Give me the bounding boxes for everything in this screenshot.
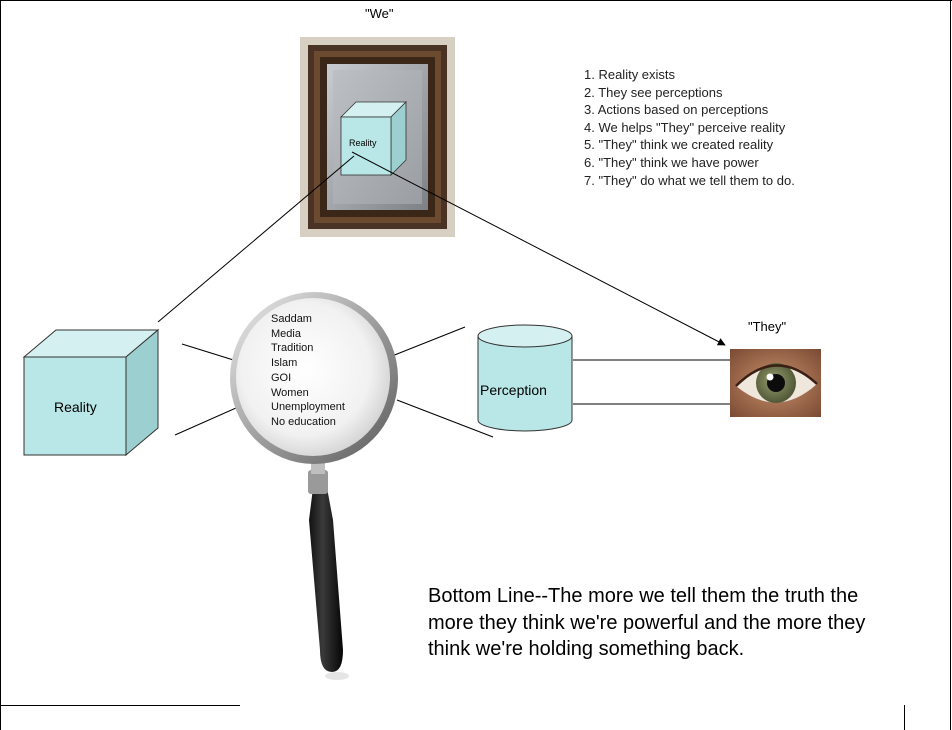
factor-item: Media	[271, 327, 301, 340]
factor-item: GOI	[271, 371, 292, 384]
list-item: 6. "They" think we have power	[584, 154, 759, 170]
magnifying-glass-icon	[230, 292, 398, 680]
small-reality-cube	[340, 101, 407, 176]
large-reality-cube	[22, 328, 160, 457]
slide-border-top	[0, 0, 952, 1]
perception-label: Perception	[480, 382, 547, 398]
factor-item: No education	[271, 415, 336, 428]
we-label: "We"	[365, 6, 394, 21]
small-reality-label: Reality	[349, 138, 377, 148]
list-item: 3. Actions based on perceptions	[584, 102, 769, 118]
factor-item: Women	[271, 386, 309, 399]
slide-border-bottom-right	[904, 705, 905, 730]
factor-item: Islam	[271, 357, 298, 370]
big-reality-label: Reality	[54, 399, 97, 415]
list-item: 5. "They" think we created reality	[584, 137, 774, 153]
eye-icon	[730, 349, 821, 417]
they-label: "They"	[748, 319, 787, 334]
factor-item: Tradition	[271, 342, 314, 355]
perception-cylinder	[477, 324, 573, 432]
list-item: 2. They see perceptions	[584, 84, 723, 100]
list-item: 1. Reality exists	[584, 67, 676, 82]
mirror-frame	[300, 37, 455, 237]
slide-border-right	[950, 0, 951, 730]
slide-border-bottom-left	[0, 705, 240, 706]
list-item: 4. We helps "They" perceive reality	[584, 119, 786, 135]
bottom-line-text: Bottom Line--The more we tell them the t…	[428, 585, 866, 660]
factor-item: Unemployment	[271, 401, 345, 414]
numbered-list: 1. Reality exists 2. They see perception…	[584, 66, 795, 189]
list-item: 7. "They" do what we tell them to do.	[584, 172, 795, 188]
lens-factors: Saddam Media Tradition Islam GOI Women U…	[271, 312, 345, 430]
slide-border-left	[0, 0, 1, 730]
factor-item: Saddam	[271, 313, 312, 325]
